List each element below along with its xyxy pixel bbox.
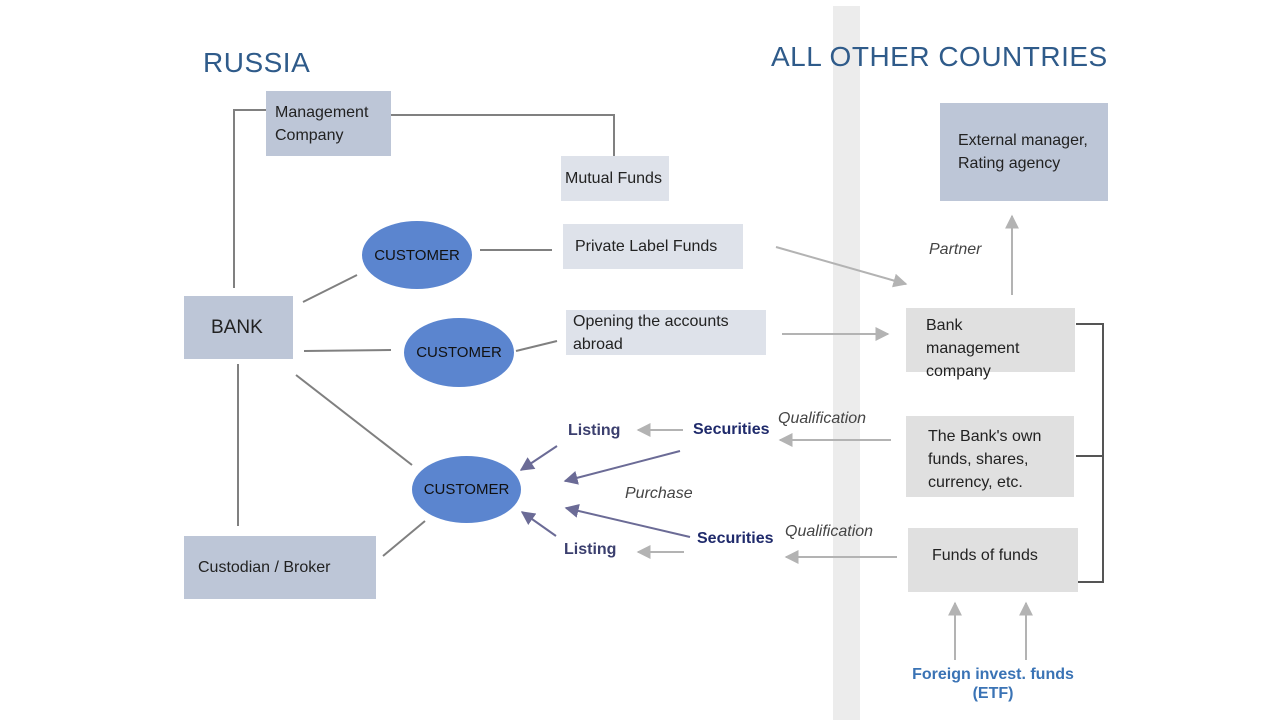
custodian-broker-box: Custodian / Broker [184,536,376,599]
mutual-funds-box: Mutual Funds [561,156,669,201]
listing-bottom-to-customer-arrow [520,511,557,537]
external-manager-box: External manager, Rating agency [940,103,1108,201]
customer2-to-opening-line [515,340,558,352]
securities-top-label: Securities [693,421,770,438]
bank-box: BANK [184,296,293,359]
bank-to-customer3-line [295,374,413,466]
management-to-mutual-line [391,114,615,156]
foreign-funds-label: Foreign invest. funds (ETF) [905,666,1081,703]
private-label-funds-box: Private Label Funds [563,224,743,269]
custodian-to-customer3-line [382,520,426,557]
foreign-funds-line2: (ETF) [972,685,1014,702]
russia-heading: RUSSIA [203,47,311,78]
bank-management-company-box: Bank management company [906,308,1075,380]
management-company-box: Management Company [266,91,391,156]
customer-ellipse-securities: CUSTOMER [412,456,521,523]
customer-ellipse-private-label: CUSTOMER [362,221,472,289]
securities-bottom-label: Securities [697,530,774,547]
private-label-to-bank-mgmt-arrow [775,246,908,288]
qualification-bottom-label: Qualification [785,523,874,540]
purchase-label: Purchase [625,485,693,502]
banks-own-funds-box: The Bank's own funds, shares, currency, … [906,416,1074,497]
opening-accounts-box: Opening the accounts abroad [566,310,766,355]
foreign-funds-line1: Foreign invest. funds [912,666,1074,683]
securities-bottom-to-customer-arrow [564,504,691,538]
region-divider [833,6,860,720]
right-bracket [1076,323,1104,583]
securities-top-to-customer-arrow [563,450,681,485]
bank-to-management-line [233,109,266,288]
listing-top-to-customer-arrow [519,445,558,471]
partner-label: Partner [929,241,982,258]
funds-of-funds-box: Funds of funds [908,528,1078,592]
bank-to-customer2-line [303,349,392,352]
other-countries-heading: ALL OTHER COUNTRIES [771,41,1108,72]
qualification-top-label: Qualification [778,410,867,427]
bank-to-customer1-line [302,274,358,303]
customer-ellipse-accounts-abroad: CUSTOMER [404,318,514,387]
listing-top-label: Listing [568,422,621,439]
listing-bottom-label: Listing [564,541,617,558]
